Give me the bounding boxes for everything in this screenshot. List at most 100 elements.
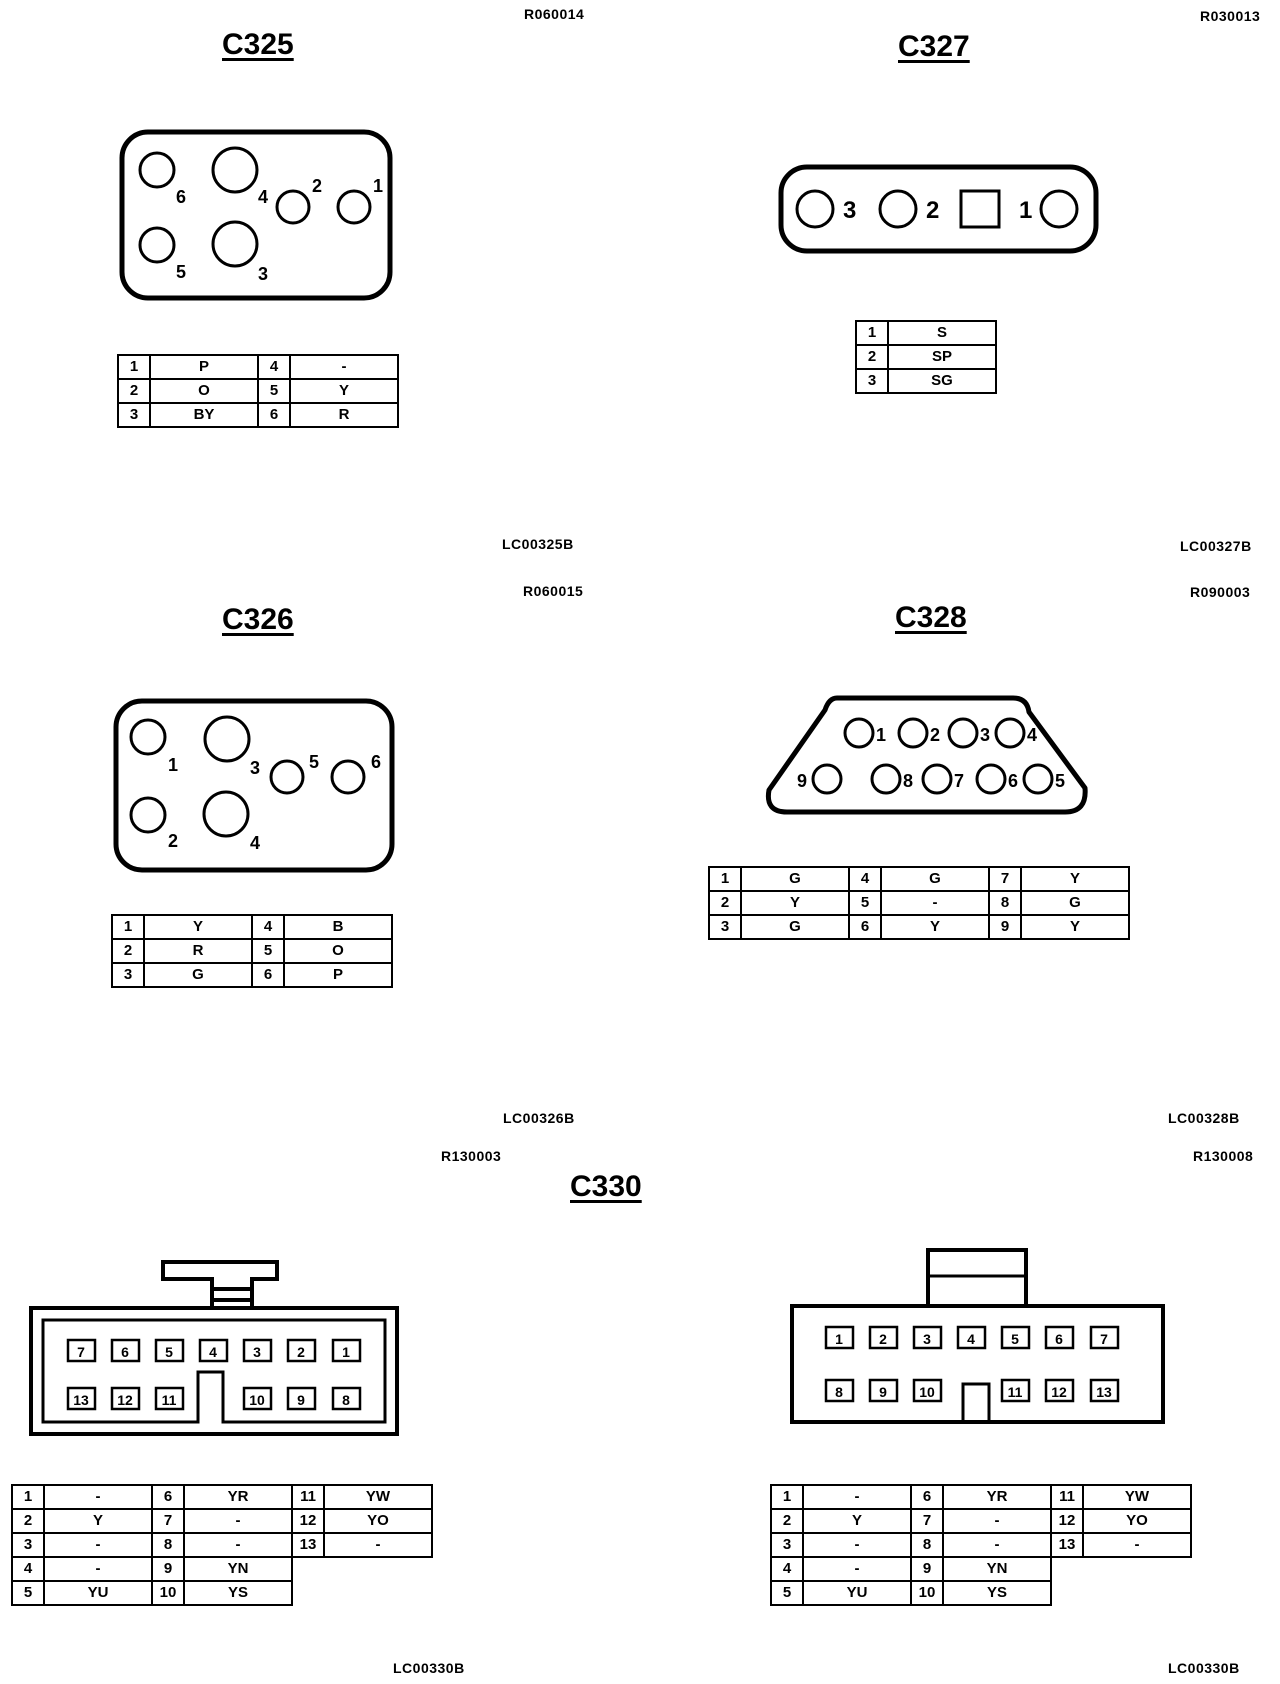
table-row: 4 - 9 YN [770, 1556, 1191, 1582]
c330-right-terminal-label: 3 [923, 1331, 931, 1347]
wire-color: YR [942, 1484, 1052, 1510]
wire-color: YW [323, 1484, 433, 1510]
c328-connector-diagram: 1 2 3 4 9 8 7 6 5 [765, 695, 1088, 815]
c327-ref-code: R030013 [1200, 8, 1261, 24]
table-row: 2 Y 5 - 8 G [708, 890, 1130, 916]
c328-pin-label: 8 [903, 771, 913, 791]
c330-right-terminal-label: 10 [919, 1384, 935, 1400]
c325-pin-label: 6 [176, 187, 186, 207]
c327-pin-label: 3 [843, 197, 856, 224]
c330-right-terminal-label: 4 [967, 1331, 975, 1347]
c326-doc-code: LC00326B [503, 1110, 575, 1126]
pin-number: 4 [770, 1556, 804, 1582]
c330-right-terminal-label: 6 [1055, 1331, 1063, 1347]
pin-number: 5 [251, 938, 285, 964]
wire-color: G [740, 914, 850, 940]
c327-pin-2 [878, 189, 918, 229]
c330-left-pin-table: 1 - 6 YR 11 YW 2 Y 7 - 12 YO 3 - 8 - 13 … [11, 1484, 433, 1606]
c328-pin-2 [897, 717, 929, 749]
c330-title: C330 [570, 1170, 642, 1203]
c325-pin-label: 3 [258, 264, 268, 284]
c327-key-slot [959, 189, 1001, 229]
pin-number: 1 [111, 914, 145, 940]
wire-color: - [942, 1532, 1052, 1558]
wire-color: - [323, 1532, 433, 1558]
c328-doc-code: LC00328B [1168, 1110, 1240, 1126]
c326-pin-label: 5 [309, 752, 319, 772]
wire-color: YS [183, 1580, 293, 1606]
pin-number: 7 [988, 866, 1022, 892]
c330-left-latch [161, 1260, 279, 1308]
c328-connector-housing [765, 695, 1088, 815]
wire-color: G [740, 866, 850, 892]
c328-title: C328 [895, 601, 967, 634]
c326-pin-label: 6 [371, 752, 381, 772]
c330-right-latch [926, 1248, 1028, 1308]
wire-color: O [283, 938, 393, 964]
wire-color: G [143, 962, 253, 988]
c330-left-terminal-label: 2 [297, 1344, 305, 1360]
c326-pin-label: 3 [250, 758, 260, 778]
c328-pin-3 [947, 717, 979, 749]
c330-right-connector-housing [790, 1304, 1165, 1424]
pin-number: 5 [848, 890, 882, 916]
c330-right-connector-diagram: 1 2 3 4 5 6 7 8 9 10 11 12 13 [790, 1248, 1165, 1424]
c327-connector-diagram: 3 2 1 [778, 164, 1099, 254]
pin-number: 1 [855, 320, 889, 346]
pin-number: 13 [291, 1532, 325, 1558]
wire-color: P [283, 962, 393, 988]
c326-pin-label: 1 [168, 755, 178, 775]
pin-number: 6 [251, 962, 285, 988]
table-row: 1 - 6 YR 11 YW [11, 1484, 433, 1510]
c325-doc-code: LC00325B [502, 536, 574, 552]
wire-color: - [1082, 1532, 1192, 1558]
wire-color: YN [183, 1556, 293, 1582]
c326-pin-2 [129, 796, 167, 834]
wire-color: Y [1020, 914, 1130, 940]
c328-pin-label: 3 [980, 725, 990, 745]
wire-color: - [183, 1508, 293, 1534]
c325-pin-label: 1 [373, 176, 383, 196]
pin-number: 2 [117, 378, 151, 404]
table-row: 2 O 5 Y [117, 378, 399, 404]
c328-pin-7 [921, 763, 953, 795]
pin-number: 6 [848, 914, 882, 940]
wire-color: YU [802, 1580, 912, 1606]
table-row: 2 SP [855, 344, 997, 370]
c327-title: C327 [898, 30, 970, 63]
wire-color: Y [43, 1508, 153, 1534]
c326-ref-code: R060015 [523, 583, 584, 599]
c330-left-connector-diagram: 7 6 5 4 3 2 1 13 12 11 10 9 8 [29, 1260, 399, 1436]
wire-color: O [149, 378, 259, 404]
wire-color: R [289, 402, 399, 428]
pin-number: 6 [257, 402, 291, 428]
c326-pin-1 [129, 718, 167, 756]
c330-right-doc-code: LC00330B [1168, 1660, 1240, 1676]
wire-color: - [942, 1508, 1052, 1534]
c328-pin-1 [843, 717, 875, 749]
pin-number: 13 [1050, 1532, 1084, 1558]
table-row: 2 Y 7 - 12 YO [770, 1508, 1192, 1534]
c325-pin-label: 2 [312, 176, 322, 196]
wire-color: - [802, 1532, 912, 1558]
wire-color: SP [887, 344, 997, 370]
c330-right-ref-code: R130008 [1193, 1148, 1254, 1164]
table-row: 3 BY 6 R [117, 402, 399, 428]
pin-number: 4 [848, 866, 882, 892]
pin-number: 2 [855, 344, 889, 370]
c326-pin-6 [330, 759, 366, 795]
c328-pin-label: 5 [1055, 771, 1065, 791]
c326-pin-label: 4 [250, 833, 260, 853]
c330-left-terminal-label: 11 [162, 1392, 177, 1408]
pin-number: 5 [770, 1580, 804, 1606]
table-row: 3 - 8 - 13 - [11, 1532, 433, 1558]
table-row: 3 G 6 P [111, 962, 393, 988]
pin-number: 3 [117, 402, 151, 428]
c325-title: C325 [222, 28, 294, 61]
pin-number: 10 [910, 1580, 944, 1606]
table-row: 1 G 4 G 7 Y [708, 866, 1130, 892]
wire-color: YR [183, 1484, 293, 1510]
table-row: 3 G 6 Y 9 Y [708, 914, 1130, 940]
c330-right-terminal-label: 11 [1008, 1384, 1023, 1400]
c328-pin-label: 2 [930, 725, 940, 745]
